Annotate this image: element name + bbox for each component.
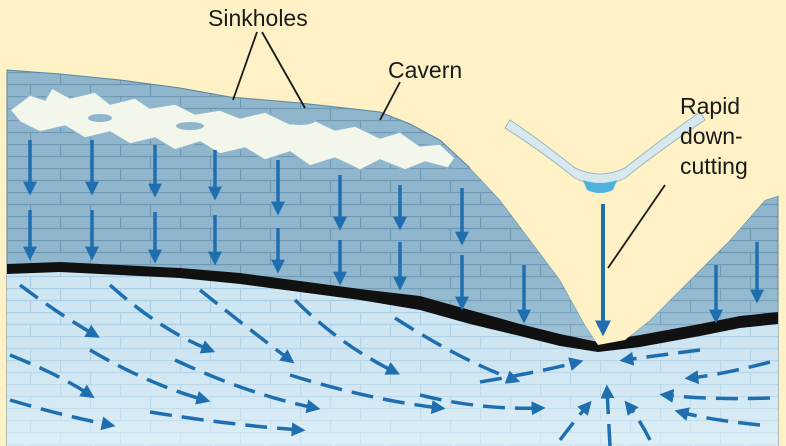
cavern-pillar	[176, 122, 204, 130]
label-down: down-	[680, 123, 743, 149]
groundwater-flow-arrows	[9, 283, 771, 446]
label-rapid: Rapid	[680, 93, 740, 119]
cavern-pillar	[88, 114, 112, 122]
label-sinkholes: Sinkholes	[208, 5, 308, 31]
percolation-arrows	[23, 140, 764, 324]
cavern	[8, 86, 456, 171]
leader-lines	[232, 31, 666, 269]
shale-layer	[7, 262, 778, 352]
stream-channel	[504, 111, 706, 186]
stream-water	[583, 180, 617, 193]
label-cavern: Cavern	[388, 57, 462, 83]
cavern-pillar	[284, 115, 316, 125]
label-cutting: cutting	[680, 153, 748, 179]
